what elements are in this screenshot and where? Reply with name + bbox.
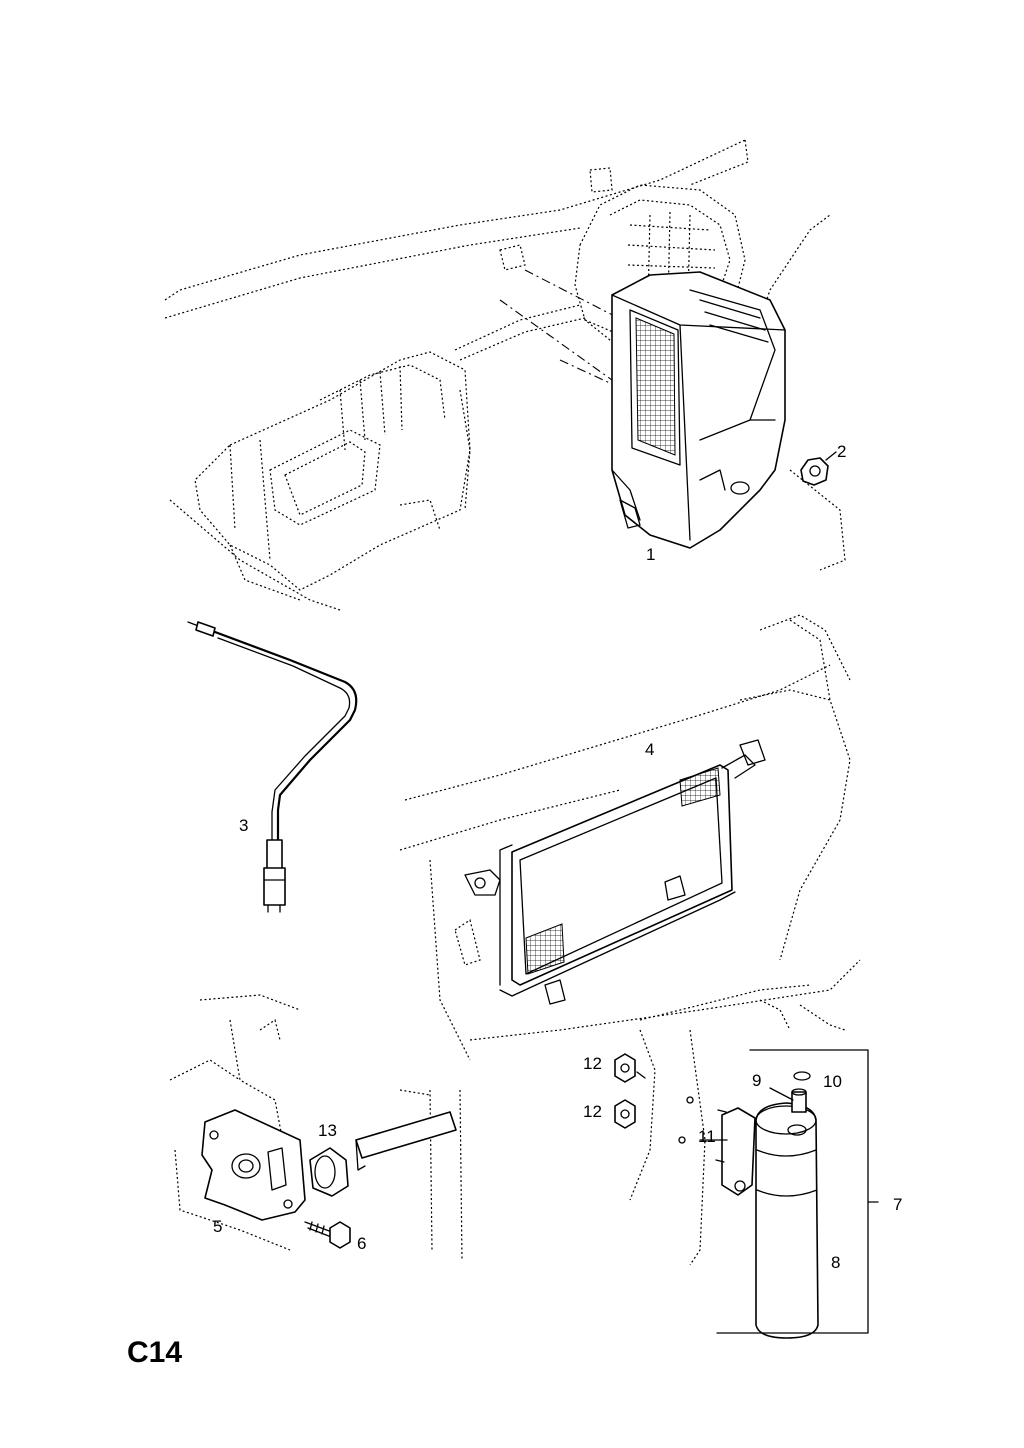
front-end-panel xyxy=(399,614,861,1061)
lower-left-body xyxy=(169,994,463,1261)
evaporator-housing xyxy=(611,271,786,549)
callout-9: 9 xyxy=(752,1071,761,1090)
callout-13: 13 xyxy=(318,1121,337,1140)
drier-bracket-part-11 xyxy=(715,1107,756,1196)
heater-box-assembly xyxy=(194,351,471,601)
callout-10: 10 xyxy=(823,1072,842,1091)
bracket-part-5 xyxy=(201,1109,306,1221)
condenser xyxy=(464,739,766,1005)
callout-4: 4 xyxy=(645,740,654,759)
callout-11: 11 xyxy=(698,1127,716,1146)
clip-part-12-lower xyxy=(614,1099,636,1129)
callout-3: 3 xyxy=(239,816,248,835)
callout-12-lower: 12 xyxy=(583,1102,602,1121)
callout-8: 8 xyxy=(831,1253,840,1272)
dashboard-outline xyxy=(164,139,846,611)
callout-6: 6 xyxy=(357,1234,366,1253)
o-ring-part-10 xyxy=(793,1071,811,1081)
callout-5: 5 xyxy=(213,1217,222,1236)
callout-2: 2 xyxy=(837,442,846,461)
receiver-drier-part-8 xyxy=(755,1088,819,1339)
lower-right-body xyxy=(629,984,846,1266)
leader-lines xyxy=(636,1071,794,1141)
callout-7: 7 xyxy=(893,1195,902,1214)
clip-part-12-upper xyxy=(614,1053,636,1083)
callout-12-upper: 12 xyxy=(583,1054,602,1073)
temperature-sensor xyxy=(187,621,358,913)
nut-part-2 xyxy=(800,451,837,486)
bolt-part-6 xyxy=(304,1221,351,1249)
callout-1: 1 xyxy=(646,545,655,564)
assembly-bracket-7 xyxy=(716,1049,879,1334)
grommet-part-13 xyxy=(309,1147,349,1197)
page-code: C14 xyxy=(127,1336,182,1369)
